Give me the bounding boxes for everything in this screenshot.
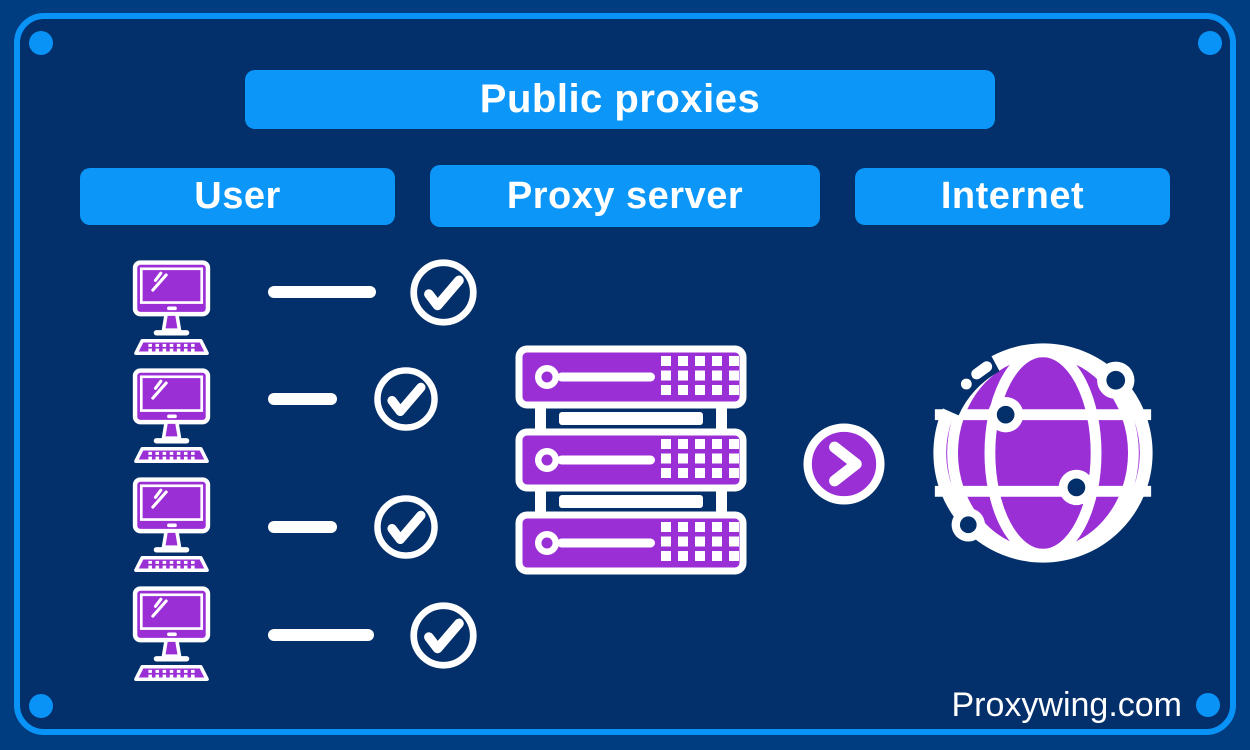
checkmark-circle-icon-3	[371, 492, 441, 562]
corner-dot-top-left	[29, 31, 53, 55]
chevron-right-circle-icon	[803, 423, 885, 505]
column-header-internet: Internet	[855, 168, 1170, 225]
dash-connector-1	[268, 286, 376, 298]
checkmark-circle-icon-2	[371, 364, 441, 434]
column-header-user-label: User	[194, 175, 281, 217]
desktop-computer-icon-2	[127, 367, 216, 463]
page-title: Public proxies	[479, 77, 761, 121]
column-header-internet-label: Internet	[940, 175, 1085, 217]
corner-dot-bottom-left	[29, 694, 53, 718]
desktop-computer-icon-1	[127, 259, 216, 355]
dash-connector-2	[268, 393, 337, 405]
checkmark-circle-icon-1	[407, 256, 480, 329]
title-banner: Public proxies	[245, 70, 995, 129]
dash-connector-3	[268, 521, 337, 533]
desktop-computer-icon-4	[127, 585, 216, 681]
dash-connector-4	[268, 629, 374, 641]
desktop-computer-icon-3	[127, 476, 216, 572]
checkmark-circle-icon-4	[407, 599, 480, 672]
column-header-proxy-server: Proxy server	[430, 165, 820, 227]
globe-network-icon	[927, 337, 1159, 569]
watermark: Proxywing.com	[951, 686, 1182, 724]
column-header-proxy-server-label: Proxy server	[506, 174, 744, 217]
corner-dot-top-right	[1198, 31, 1222, 55]
corner-dot-bottom-right	[1196, 693, 1220, 717]
server-rack-icon	[515, 345, 747, 575]
column-header-user: User	[80, 168, 395, 225]
